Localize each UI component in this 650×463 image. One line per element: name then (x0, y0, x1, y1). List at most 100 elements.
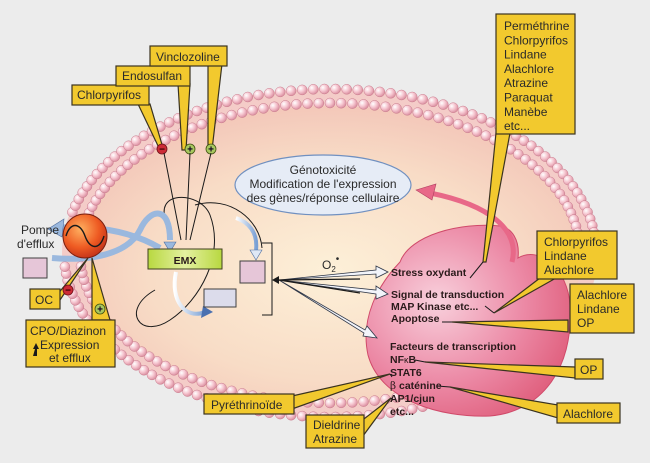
right-box2-item: Alachlore (577, 288, 627, 302)
membrane-bead (151, 356, 163, 367)
nucleus-etc: etc... (390, 406, 414, 418)
pump-wave (65, 224, 105, 248)
membrane-bead (221, 96, 233, 108)
membrane-bead (385, 88, 396, 99)
membrane-bead (163, 378, 175, 389)
membrane-bead (264, 88, 275, 99)
membrane-bead (182, 386, 193, 397)
apoptose: Apoptose (391, 313, 440, 325)
membrane-bead (358, 99, 369, 110)
inhibit-sign-chlorpyrifos: − (156, 143, 168, 156)
svg-text:+: + (208, 145, 214, 156)
membrane-bead (191, 105, 203, 117)
membrane-bead (391, 103, 402, 114)
ellipse-line1: Génotoxicité (290, 163, 357, 177)
membrane-bead (380, 101, 391, 113)
membrane-bead (374, 86, 386, 98)
membrane-bead (196, 376, 208, 388)
cpo-line2: Expression (40, 338, 99, 352)
metabolite-bracket (262, 242, 273, 316)
nucleus-leader-lines (389, 261, 495, 401)
membrane-bead (352, 84, 364, 96)
membrane-bead (163, 117, 175, 128)
membrane-bead (196, 118, 208, 130)
svg-text:+: + (187, 145, 193, 156)
efflux-arrowhead (47, 218, 65, 238)
atrazine-bottom-label: Atrazine (313, 432, 357, 446)
membrane-bead (363, 85, 375, 97)
membrane-bead (396, 89, 407, 101)
membrane-bead (480, 130, 492, 141)
right-box1 (536, 230, 618, 280)
genotoxicity-ellipse (234, 154, 412, 216)
membrane-bead (144, 351, 155, 362)
membrane-bead (136, 149, 147, 160)
inhibit-sign-oc: − (62, 284, 74, 297)
activate-sign-cpo: + (94, 303, 106, 316)
membrane-bead (313, 97, 325, 109)
membrane-bead (138, 364, 150, 376)
membrane-bead (347, 98, 358, 109)
membrane-bead (452, 118, 464, 130)
membrane-bead (216, 112, 227, 124)
signal-transduction: Signal de transduction (391, 289, 504, 301)
cpo-line1: CPO/Diazinon (30, 324, 106, 338)
membrane-bead (274, 86, 286, 98)
top-right-list: PerméthrineChlorpyrifosLindaneAlachloreA… (504, 19, 570, 133)
membrane-bead (236, 107, 248, 118)
top-right-list-item: Alachlore (504, 62, 554, 76)
top-right-list-item: Manèbe (504, 105, 548, 119)
membrane-bead (187, 372, 198, 384)
membrane-bead (285, 85, 297, 97)
membrane-bead (433, 112, 444, 124)
cpo-box (25, 319, 116, 368)
metabolite-grey-box (203, 288, 237, 308)
membrane-bead (462, 122, 473, 134)
up-arrow-icon (33, 343, 39, 356)
metabolite-pink-box (239, 260, 266, 284)
membrane-bead (269, 101, 280, 113)
membrane-bead (396, 405, 407, 417)
emx-arc (135, 196, 215, 327)
bracket-node (272, 276, 279, 284)
nfkb: NFκB (390, 354, 417, 366)
top-right-list-item: Atrazine (504, 76, 548, 90)
membrane-bead (177, 369, 189, 380)
emx-label: EMX (174, 255, 197, 267)
membrane-bead (485, 117, 497, 128)
top-right-list-box (495, 13, 576, 135)
vinclozoline-label: Vinclozoline (156, 50, 220, 64)
membrane-bead (296, 84, 308, 96)
membrane-bead (443, 115, 454, 127)
alachlore-label: Alachlore (563, 407, 613, 421)
right-box2-item: Lindane (577, 302, 620, 316)
arc-to-box (194, 202, 263, 249)
membrane-bead (253, 89, 264, 101)
membrane-bead (341, 84, 352, 95)
stress-oxydant: Stress oxydant (391, 267, 467, 279)
membrane-bead (242, 91, 254, 103)
membrane-bead (369, 395, 380, 406)
emx-box (147, 248, 223, 270)
chlorpyrifos-top-box (71, 84, 150, 106)
loop-arrowhead (163, 241, 177, 253)
ellipse-line3: des gènes/réponse cellulaire (247, 191, 400, 205)
chlorpyrifos-top-label: Chlorpyrifos (77, 88, 141, 102)
map-kinase: MAP Kinase etc... (391, 301, 478, 313)
dieldrine-box (305, 414, 365, 449)
membrane-bead (206, 379, 217, 391)
right-box2-leader (451, 319, 569, 333)
alachlore-box (556, 402, 621, 424)
arrow-cores (278, 278, 361, 294)
membrane-bead (423, 109, 434, 121)
membrane-bead (308, 84, 319, 95)
emx-target-lines (163, 152, 212, 241)
membrane-bead (146, 369, 158, 381)
pyrethrinoide-box (203, 393, 295, 415)
arrow-signal (278, 279, 389, 300)
membrane-bead (518, 135, 530, 146)
membrane-bead (258, 103, 269, 114)
membrane-bead (471, 126, 483, 137)
arrow-to-pink-box (235, 216, 259, 251)
